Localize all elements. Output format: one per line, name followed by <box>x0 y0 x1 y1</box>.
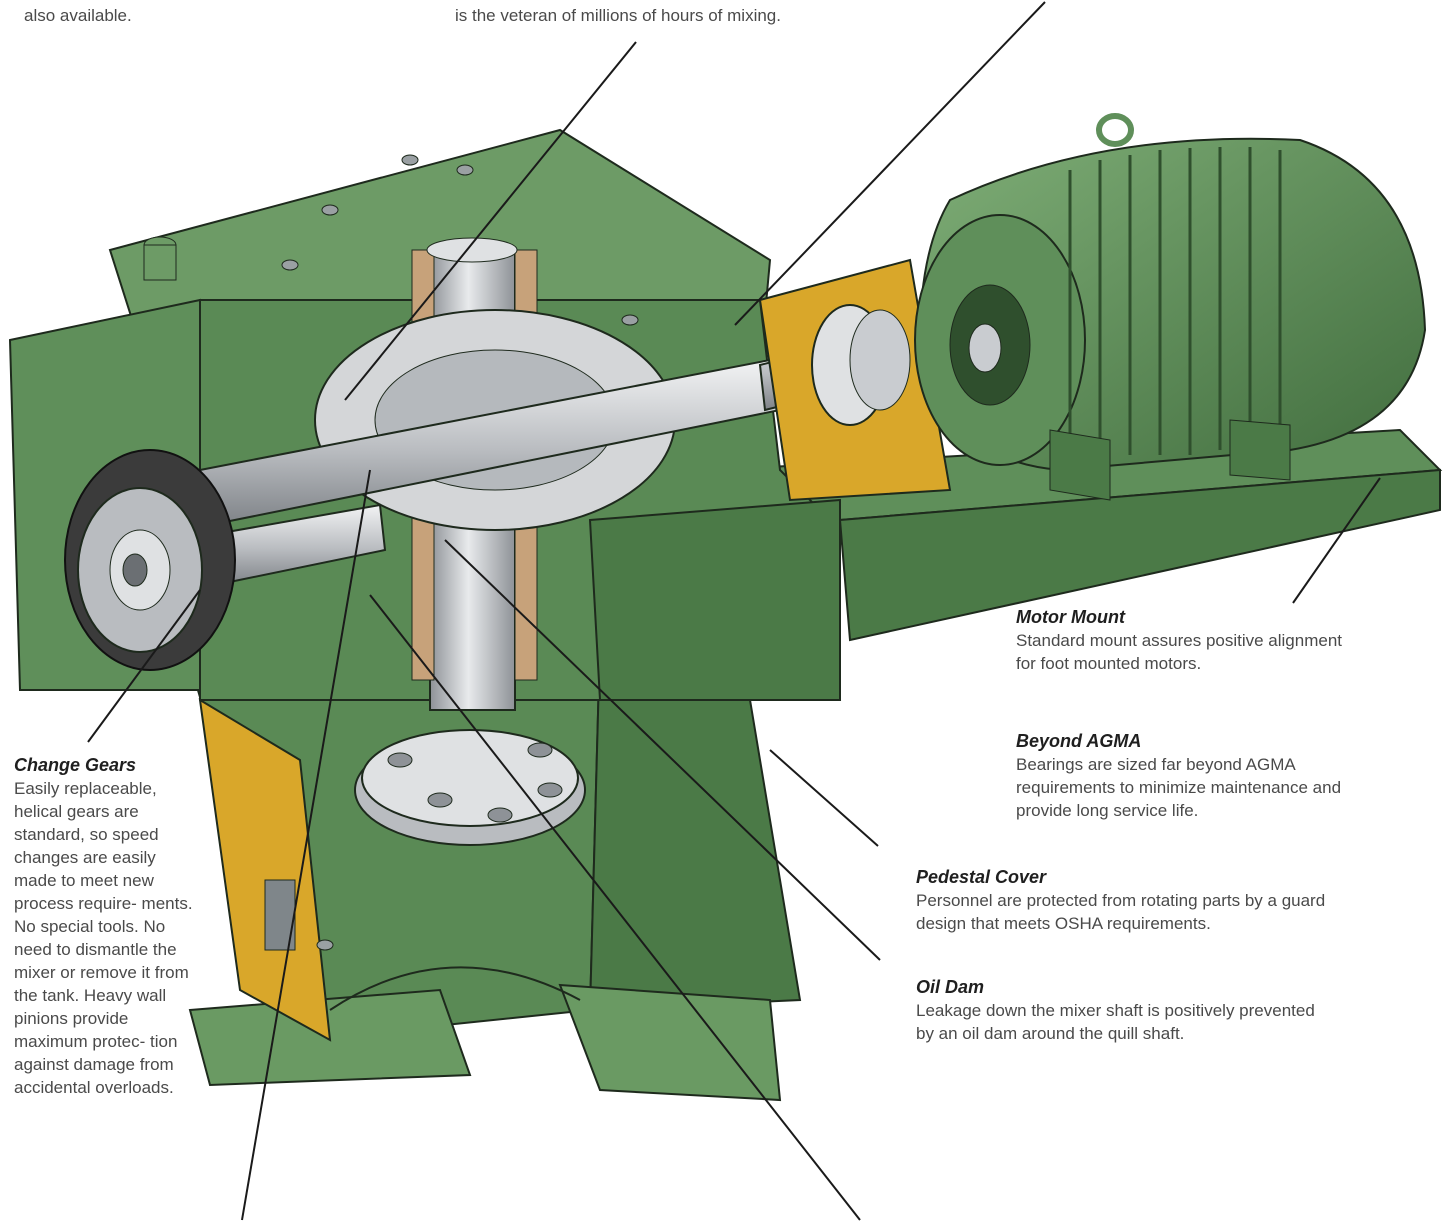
leader-line-oil-dam <box>444 539 881 961</box>
callout-body: Bearings are sized far beyond AGMA requi… <box>1016 755 1342 820</box>
callout-body: Easily replaceable, helical gears are st… <box>14 779 193 1097</box>
callout-title: Oil Dam <box>916 977 985 997</box>
callout-title: Motor Mount <box>1016 607 1125 627</box>
leader-line-top-right <box>734 1 1046 326</box>
caption-fragment-top-center: is the veteran of millions of hours of m… <box>455 6 781 25</box>
callout-body: Leakage down the mixer shaft is positive… <box>916 1001 1315 1043</box>
motor-base-side <box>838 468 1441 642</box>
callout-title: Change Gears <box>14 755 137 775</box>
callout-motor-mount: Motor Mount Standard mount assures posit… <box>1016 606 1346 675</box>
leader-line-top-center <box>344 41 637 401</box>
callout-change-gears: Change Gears Easily replaceable, helical… <box>14 754 199 1099</box>
leader-line-bottom <box>369 594 861 1221</box>
coupling-guard <box>758 258 952 502</box>
callout-body: Standard mount assures positive alignmen… <box>1016 631 1343 673</box>
leader-lines <box>87 1 1381 1221</box>
callout-oil-dam: Oil Dam Leakage down the mixer shaft is … <box>916 976 1336 1045</box>
output-flange <box>354 729 586 846</box>
caption-fragment-top-left: also available. <box>24 6 132 25</box>
callout-pedestal-cover: Pedestal Cover Personnel are protected f… <box>916 866 1346 935</box>
callout-title: Beyond AGMA <box>1016 731 1142 751</box>
leader-line-motor-mount <box>1292 477 1381 604</box>
electric-motor <box>914 113 1427 501</box>
callout-beyond-agma: Beyond AGMA Bearings are sized far beyon… <box>1016 730 1396 822</box>
change-gears <box>64 449 236 671</box>
leader-line-change-gears <box>87 589 201 743</box>
leader-line-pinion <box>241 469 371 1221</box>
leader-line-pedestal-cover <box>769 749 879 847</box>
callout-body: Personnel are protected from rotating pa… <box>916 891 1326 933</box>
callout-title: Pedestal Cover <box>916 867 1047 887</box>
